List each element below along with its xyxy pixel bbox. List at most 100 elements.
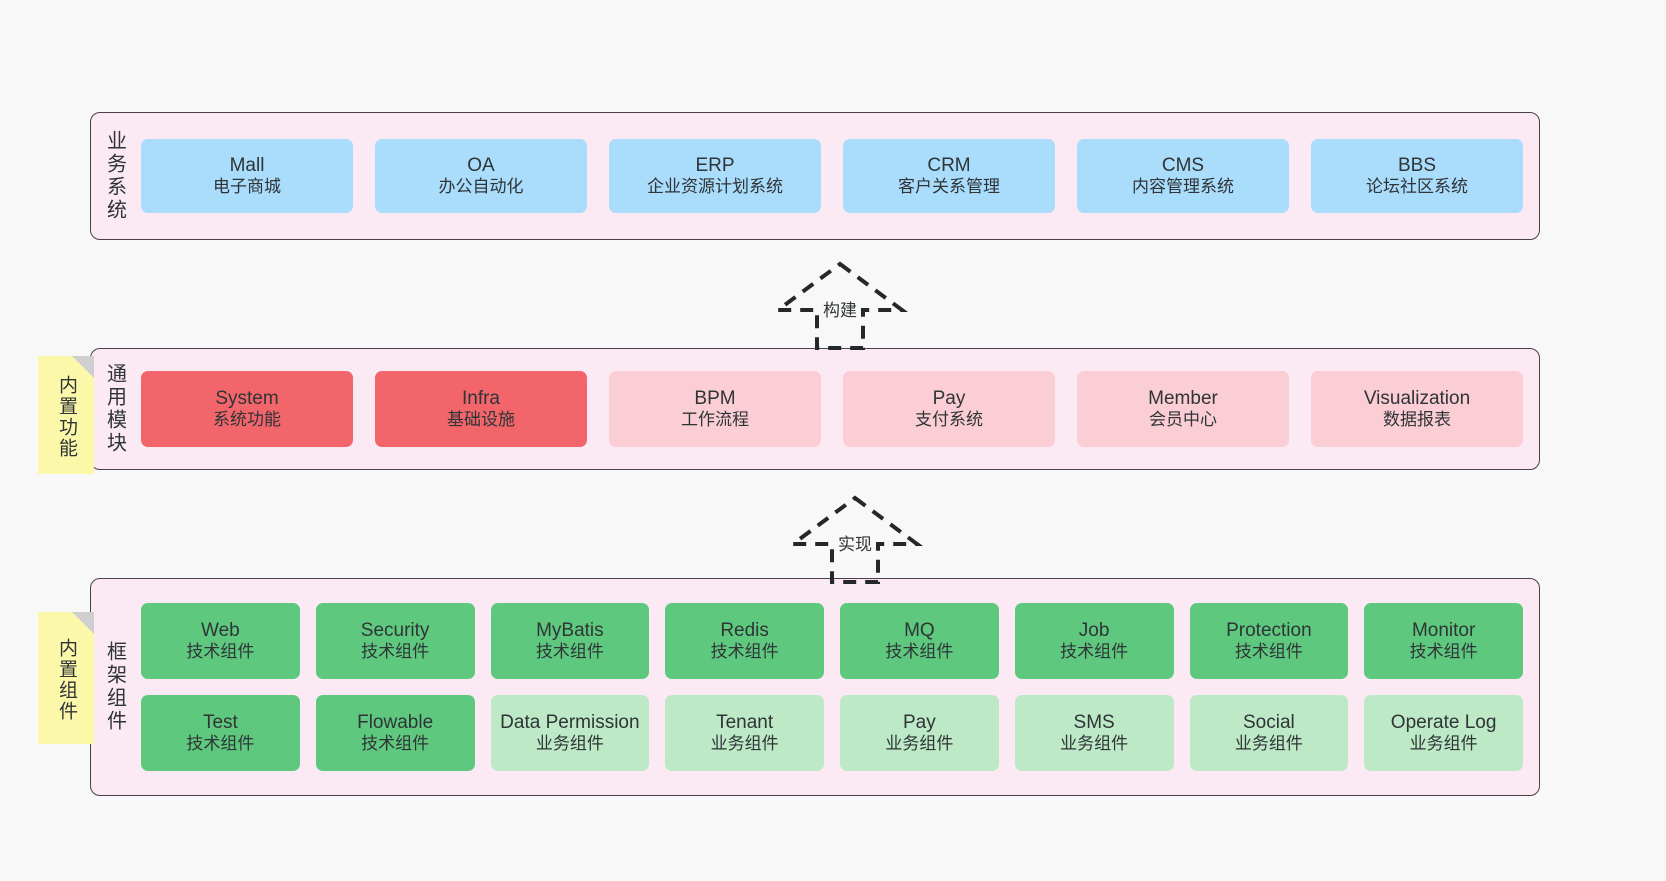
node-member[interactable]: Member 会员中心 <box>1077 371 1289 447</box>
node-web[interactable]: Web 技术组件 <box>141 603 300 679</box>
node-desc: 内容管理系统 <box>1132 177 1234 197</box>
node-name: SMS <box>1073 712 1115 734</box>
node-desc: 技术组件 <box>1060 642 1129 662</box>
layer-row: Web 技术组件 Security 技术组件 MyBatis 技术组件 Redi… <box>141 603 1523 679</box>
connector-implement-label: 实现 <box>838 535 872 554</box>
node-flowable[interactable]: Flowable 技术组件 <box>315 695 475 771</box>
node-mybatis[interactable]: MyBatis 技术组件 <box>490 603 650 679</box>
node-redis[interactable]: Redis 技术组件 <box>665 603 824 679</box>
node-name: Operate Log <box>1390 712 1497 734</box>
layer-framework-component: 框架组件 Web 技术组件 Security 技术组件 MyBatis 技术组件… <box>90 578 1540 796</box>
node-erp[interactable]: ERP 企业资源计划系统 <box>609 139 821 213</box>
node-name: Pay <box>932 388 966 410</box>
node-job[interactable]: Job 技术组件 <box>1014 603 1174 679</box>
layer-common-module: 通用模块 System 系统功能 Infra 基础设施 BPM 工作流程 Pay… <box>90 348 1540 470</box>
node-name: ERP <box>695 155 735 177</box>
layer-body-common-module: System 系统功能 Infra 基础设施 BPM 工作流程 Pay 支付系统… <box>137 349 1539 469</box>
node-test[interactable]: Test 技术组件 <box>141 695 300 771</box>
node-name: BPM <box>694 388 736 410</box>
node-name: Flowable <box>357 712 434 734</box>
node-desc: 业务组件 <box>1234 734 1303 754</box>
node-desc: 技术组件 <box>710 642 779 662</box>
node-name: System <box>215 388 279 410</box>
node-mq[interactable]: MQ 技术组件 <box>840 603 999 679</box>
layer-row: System 系统功能 Infra 基础设施 BPM 工作流程 Pay 支付系统… <box>141 371 1523 447</box>
layer-business-system: 业务系统 Mall 电子商城 OA 办公自动化 ERP 企业资源计划系统 CRM… <box>90 112 1540 240</box>
node-monitor[interactable]: Monitor 技术组件 <box>1364 603 1523 679</box>
connector-implement: 实现 <box>780 492 930 584</box>
node-name: Tenant <box>716 712 774 734</box>
node-desc: 业务组件 <box>1409 734 1478 754</box>
node-name: Social <box>1243 712 1295 734</box>
layer-row: Mall 电子商城 OA 办公自动化 ERP 企业资源计划系统 CRM 客户关系… <box>141 139 1523 213</box>
node-protection[interactable]: Protection 技术组件 <box>1189 603 1349 679</box>
node-oa[interactable]: OA 办公自动化 <box>375 139 587 213</box>
node-infra[interactable]: Infra 基础设施 <box>375 371 587 447</box>
node-desc: 工作流程 <box>681 410 749 430</box>
node-crm[interactable]: CRM 客户关系管理 <box>843 139 1055 213</box>
node-name: Security <box>360 620 430 642</box>
node-pay[interactable]: Pay 支付系统 <box>843 371 1055 447</box>
note-label: 内置功能 <box>55 375 77 459</box>
node-name: CMS <box>1161 155 1205 177</box>
node-desc: 客户关系管理 <box>898 177 1000 197</box>
node-desc: 技术组件 <box>885 642 954 662</box>
node-desc: 电子商城 <box>213 177 281 197</box>
node-tenant[interactable]: Tenant 业务组件 <box>665 695 824 771</box>
node-visualization[interactable]: Visualization 数据报表 <box>1311 371 1523 447</box>
layer-row: Test 技术组件 Flowable 技术组件 Data Permission … <box>141 695 1523 771</box>
node-mall[interactable]: Mall 电子商城 <box>141 139 353 213</box>
node-name: Monitor <box>1411 620 1476 642</box>
node-name: OA <box>467 155 495 177</box>
node-name: Job <box>1078 620 1110 642</box>
node-name: Redis <box>720 620 769 642</box>
node-system[interactable]: System 系统功能 <box>141 371 353 447</box>
node-desc: 技术组件 <box>186 734 255 754</box>
note-builtin-function: 内置功能 <box>38 356 94 474</box>
node-desc: 数据报表 <box>1383 410 1451 430</box>
node-bpm[interactable]: BPM 工作流程 <box>609 371 821 447</box>
connector-build-label: 构建 <box>823 301 857 320</box>
layer-body-framework-component: Web 技术组件 Security 技术组件 MyBatis 技术组件 Redi… <box>137 579 1539 795</box>
node-desc: 技术组件 <box>361 642 430 662</box>
layer-body-business-system: Mall 电子商城 OA 办公自动化 ERP 企业资源计划系统 CRM 客户关系… <box>137 113 1539 239</box>
node-name: Mall <box>229 155 265 177</box>
node-name: Visualization <box>1363 388 1471 410</box>
node-social[interactable]: Social 业务组件 <box>1189 695 1349 771</box>
node-desc: 业务组件 <box>710 734 779 754</box>
node-desc: 系统功能 <box>213 410 281 430</box>
node-name: Data Permission <box>500 712 640 734</box>
node-desc: 业务组件 <box>535 734 604 754</box>
node-name: MQ <box>904 620 935 642</box>
note-label: 内置组件 <box>55 638 77 722</box>
node-security[interactable]: Security 技术组件 <box>315 603 475 679</box>
node-sms[interactable]: SMS 业务组件 <box>1014 695 1174 771</box>
node-name: Pay <box>903 712 936 734</box>
node-desc: 企业资源计划系统 <box>647 177 783 197</box>
node-bbs[interactable]: BBS 论坛社区系统 <box>1311 139 1523 213</box>
node-name: Infra <box>461 388 501 410</box>
node-name: Protection <box>1226 620 1312 642</box>
node-desc: 办公自动化 <box>438 177 524 197</box>
node-pay-business[interactable]: Pay 业务组件 <box>840 695 999 771</box>
layer-title-common-module: 通用模块 <box>103 363 126 455</box>
node-name: Member <box>1148 388 1218 410</box>
node-name: MyBatis <box>536 620 604 642</box>
node-desc: 技术组件 <box>1409 642 1478 662</box>
layer-title-business-system: 业务系统 <box>103 130 126 222</box>
connector-build: 构建 <box>765 258 915 350</box>
node-desc: 技术组件 <box>361 734 430 754</box>
node-desc: 业务组件 <box>1060 734 1129 754</box>
node-desc: 论坛社区系统 <box>1366 177 1468 197</box>
node-operate-log[interactable]: Operate Log 业务组件 <box>1364 695 1523 771</box>
node-desc: 业务组件 <box>885 734 954 754</box>
node-data-permission[interactable]: Data Permission 业务组件 <box>490 695 650 771</box>
node-cms[interactable]: CMS 内容管理系统 <box>1077 139 1289 213</box>
node-desc: 技术组件 <box>186 642 255 662</box>
node-name: Web <box>201 620 240 642</box>
node-name: Test <box>202 712 238 734</box>
layer-title-framework-component: 框架组件 <box>103 641 126 733</box>
note-builtin-component: 内置组件 <box>38 612 94 744</box>
node-desc: 支付系统 <box>915 410 983 430</box>
